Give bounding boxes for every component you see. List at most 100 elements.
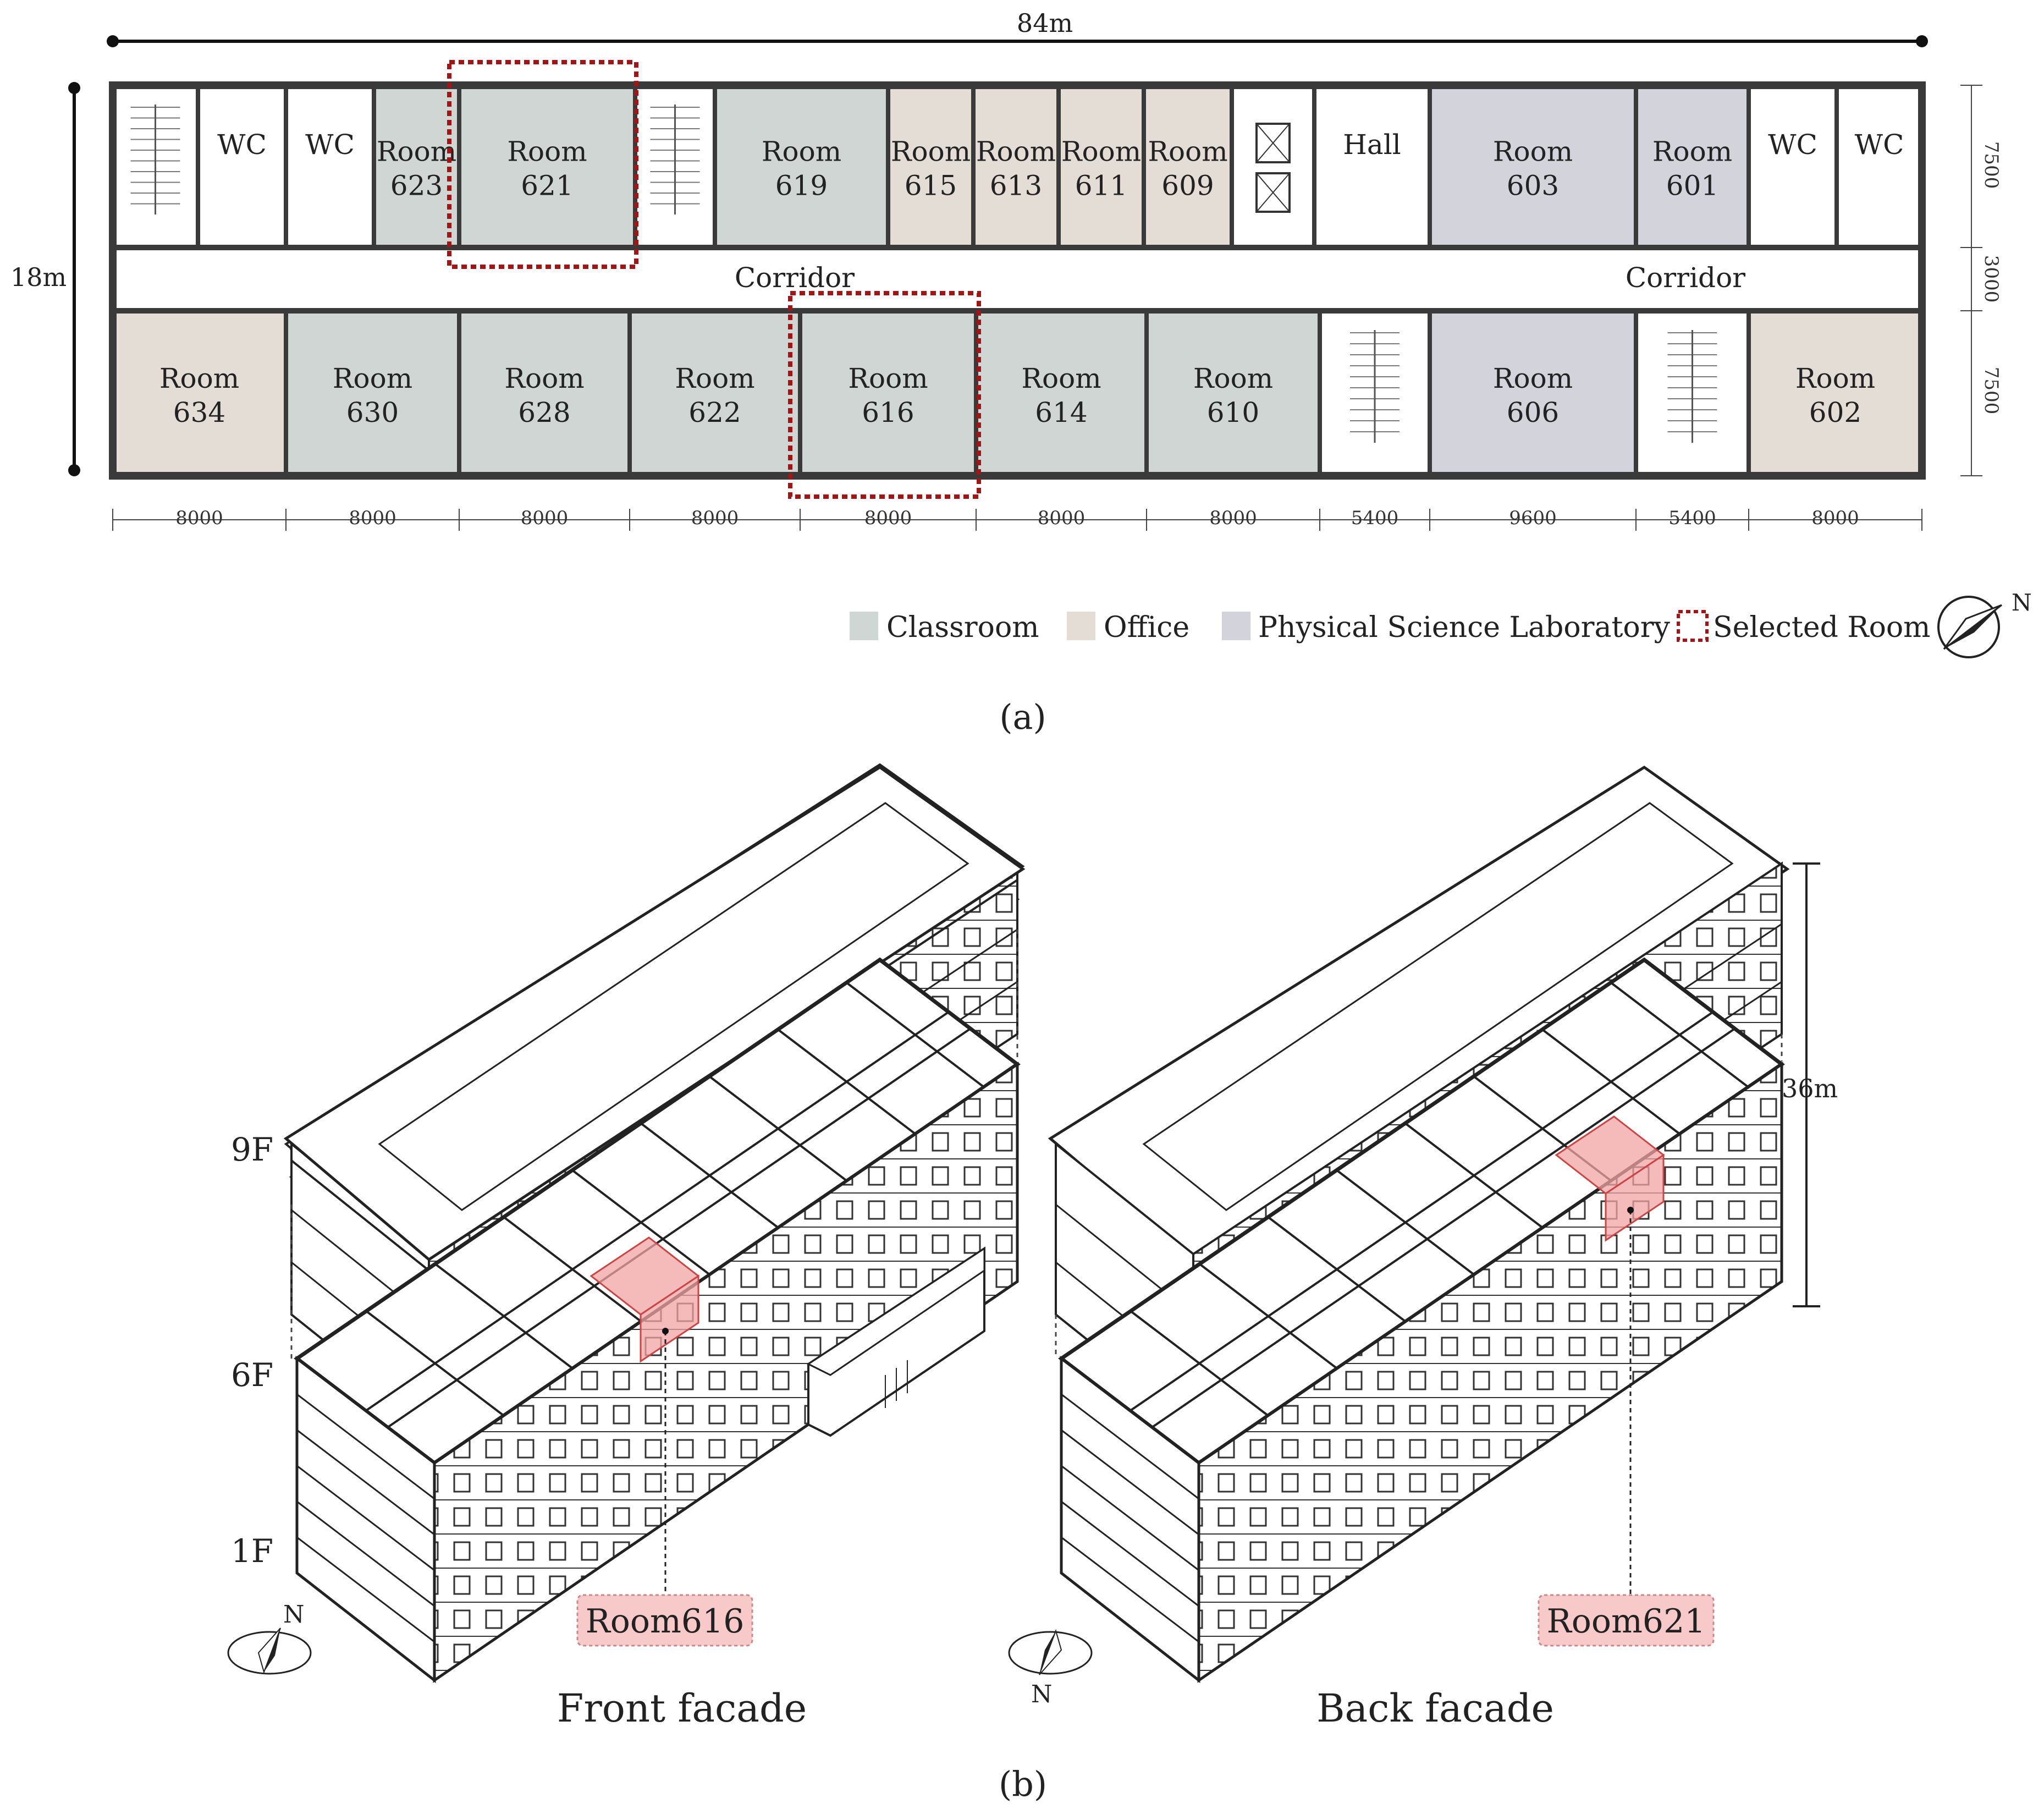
- south-room-9: [1634, 309, 1751, 478]
- bottom-dim-label: 8000: [1811, 507, 1859, 529]
- room-label-line1: Room: [675, 362, 754, 394]
- north-label-plan: N: [2012, 589, 2032, 616]
- room-fill: [1746, 83, 1839, 250]
- callout-label-back: Room621: [1547, 1602, 1706, 1641]
- north-arrow-icon: N: [1937, 589, 2032, 658]
- south-room-7: [1318, 309, 1432, 478]
- front-lower-block: [294, 957, 1021, 1684]
- floor-label-9f: 9F: [231, 1131, 273, 1168]
- bottom-dim-label: 5400: [1351, 507, 1399, 529]
- room-label-line1: Room: [504, 362, 584, 394]
- bottom-dim-label: 8000: [1038, 507, 1086, 529]
- corridor-label-west: Corridor: [735, 262, 855, 294]
- room-label-line1: Room: [1148, 136, 1227, 168]
- corridor-label-east: Corridor: [1626, 262, 1745, 294]
- compass-front-icon: N: [227, 1601, 312, 1675]
- room-number: 611: [1075, 170, 1127, 202]
- room-label-line1: Room: [507, 136, 587, 168]
- room-label-line1: Room: [1061, 136, 1141, 168]
- room-number: 615: [905, 170, 957, 202]
- bottom-dim-label: 5400: [1668, 507, 1716, 529]
- room-fill: [1230, 83, 1316, 250]
- room-number: 630: [346, 397, 399, 428]
- compass-back-icon: N: [1008, 1629, 1093, 1708]
- back-lower-block: [1058, 957, 1785, 1684]
- elevator-icon: [1255, 123, 1291, 213]
- room-fill: [1428, 83, 1638, 250]
- room-label-line1: WC: [217, 129, 267, 161]
- bottom-dim-label: 8000: [349, 507, 396, 529]
- room-fill: [284, 83, 376, 250]
- stair-icon: [650, 105, 700, 215]
- south-room-4: Room616: [798, 309, 978, 478]
- legend-swatch-classroom: [850, 612, 878, 640]
- room-fill: [111, 309, 288, 478]
- room-number: 614: [1035, 397, 1087, 428]
- overall-length-label: 84m: [1017, 8, 1073, 38]
- room-fill: [457, 309, 632, 478]
- north-label-front: N: [283, 1601, 305, 1629]
- caption-b: (b): [999, 1764, 1047, 1804]
- front-facade-drawing: 9F 6F 1F Room616 N Front facade: [227, 763, 1026, 1731]
- right-dim-corridor: 3000: [1980, 255, 2002, 303]
- selected-outline-621: [447, 60, 638, 269]
- room-number: 616: [862, 397, 914, 428]
- legend-label-lab: Physical Science Laboratory: [1258, 611, 1671, 644]
- front-facade-title: Front facade: [557, 1686, 807, 1731]
- north-label-back: N: [1031, 1680, 1053, 1708]
- room-number: 619: [775, 170, 828, 202]
- room-number: 601: [1666, 170, 1718, 202]
- bottom-dim-label: 8000: [1209, 507, 1257, 529]
- legend-label-selected: Selected Room: [1713, 611, 1930, 644]
- room-label-line1: Room: [976, 136, 1056, 168]
- room-number: 602: [1809, 397, 1861, 428]
- room-fill: [1312, 83, 1432, 250]
- stair-icon: [1350, 330, 1400, 443]
- north-room-16: WC: [1834, 83, 1924, 250]
- north-room-15: WC: [1746, 83, 1839, 250]
- callout-box-back: [1538, 1594, 1715, 1647]
- north-room-1: WC: [196, 83, 288, 250]
- callout-label-front: Room616: [586, 1602, 745, 1641]
- right-dim-bottom: 7500: [1980, 367, 2002, 415]
- room-fill: [713, 83, 890, 250]
- room-label-line1: WC: [1855, 129, 1904, 161]
- legend-label-office: Office: [1104, 611, 1189, 644]
- room-number: 603: [1507, 170, 1559, 202]
- right-dimension-chain: 7500 3000 7500: [1960, 85, 2002, 476]
- room-label-line1: Room: [762, 136, 841, 168]
- legend-swatch-lab: [1222, 612, 1250, 640]
- legend-swatch-selected: [1677, 610, 1709, 642]
- north-room-11: [1230, 83, 1316, 250]
- room-label-line1: Hall: [1343, 129, 1401, 161]
- room-label-line1: WC: [305, 129, 355, 161]
- overall-width-label: 18m: [10, 262, 67, 292]
- room-label-line1: Room: [333, 362, 412, 394]
- callout-box-front: [576, 1594, 753, 1647]
- overall-width-dimension: 18m: [10, 82, 80, 476]
- bottom-dim-label: 8000: [864, 507, 912, 529]
- north-room-4: Room621: [457, 83, 637, 250]
- right-dim-top: 7500: [1980, 141, 2002, 189]
- bottom-dim-label: 9600: [1509, 507, 1557, 529]
- room-label-line1: Room: [1193, 362, 1273, 394]
- room-number: 621: [521, 170, 573, 202]
- room-number: 606: [1507, 397, 1559, 428]
- room-number: 623: [390, 170, 443, 202]
